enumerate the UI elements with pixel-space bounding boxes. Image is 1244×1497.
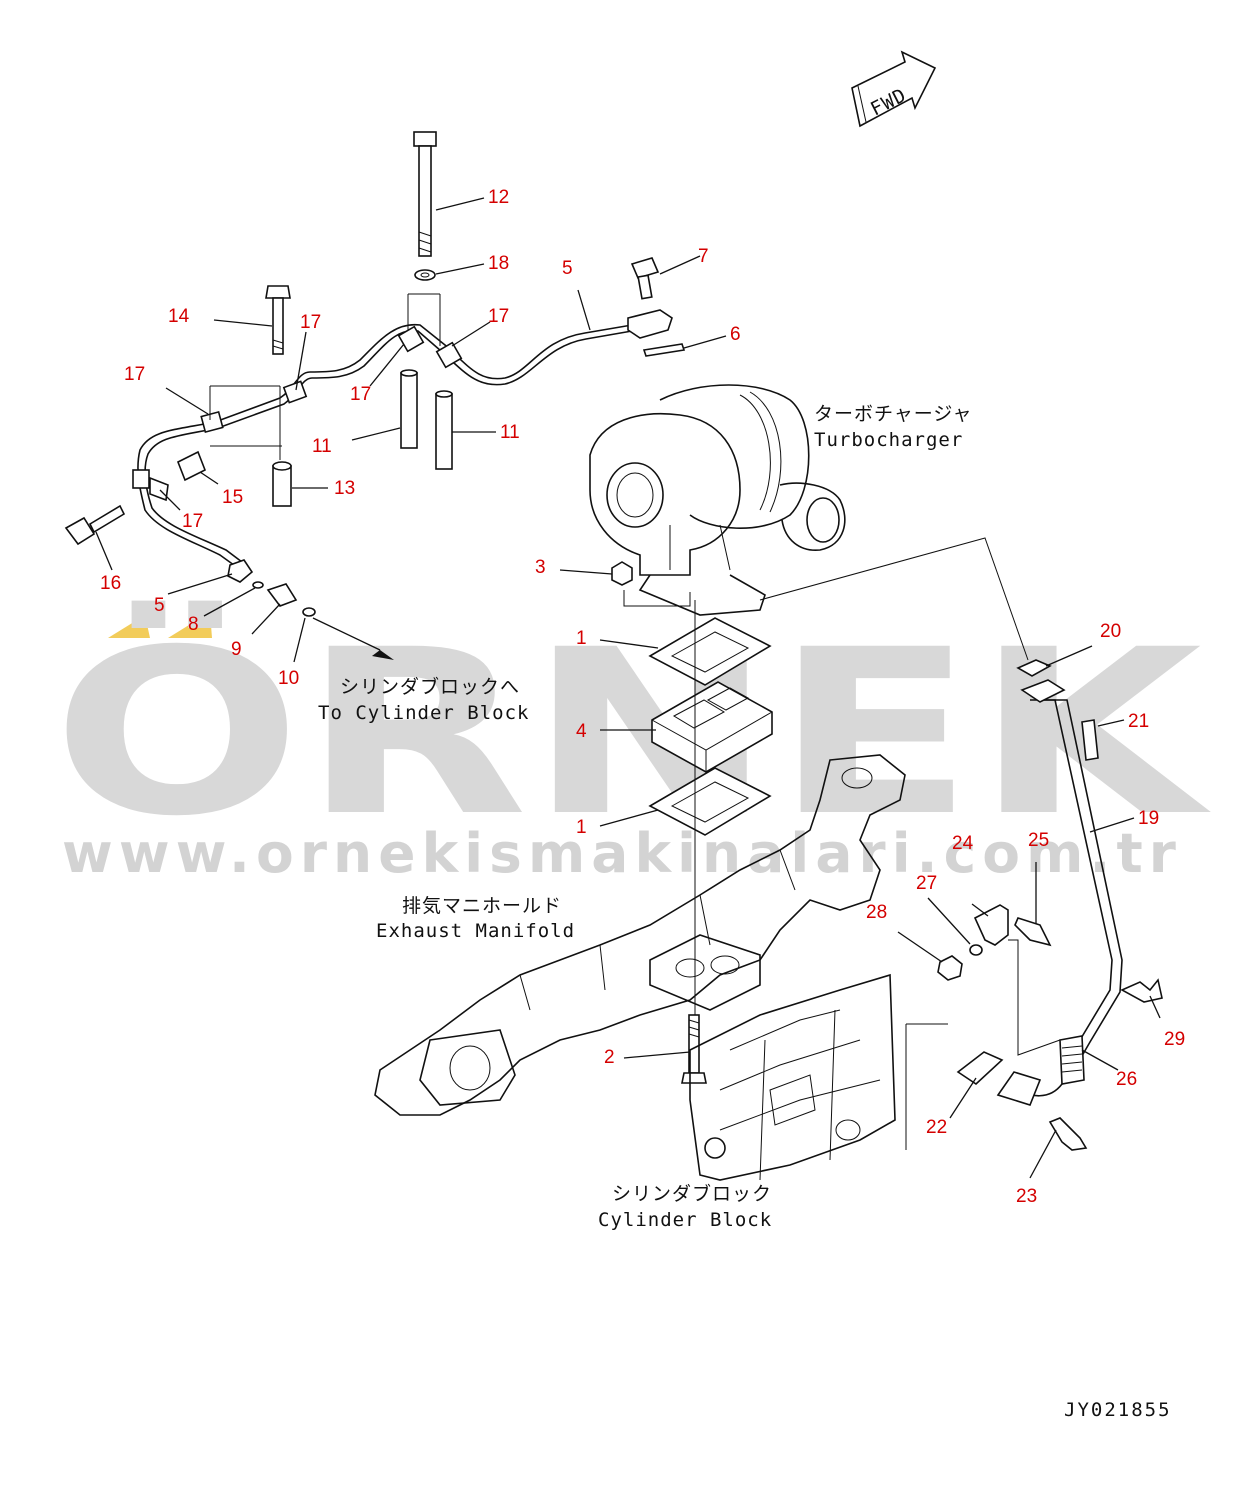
nut [611, 561, 633, 586]
flange-spacer [651, 681, 773, 773]
callout-13: 13 [334, 478, 355, 499]
callout-10: 10 [278, 668, 299, 689]
callout-5-lower: 5 [154, 595, 165, 616]
callout-11-b: 11 [500, 422, 520, 443]
reference-lines [209, 293, 1061, 1150]
callout-26: 26 [1116, 1069, 1137, 1090]
component-labels: ターボチャージャ Turbocharger シリンダブロックへ To Cylin… [318, 403, 1172, 1421]
bolt-21 [1081, 719, 1099, 761]
callout-4: 4 [576, 721, 587, 742]
leader-lines [95, 197, 1161, 1179]
gasket-22 [956, 1051, 1004, 1086]
callout-14: 14 [168, 306, 190, 327]
callout-15: 15 [222, 487, 243, 508]
callout-25: 25 [1028, 830, 1049, 851]
bolt-29 [1120, 978, 1163, 1003]
flange-gasket-lower [648, 767, 772, 836]
flange-gasket-upper [648, 617, 772, 686]
tube-clamps [132, 325, 463, 502]
callout-9: 9 [231, 639, 242, 660]
watermark-accent-left [108, 615, 150, 638]
callout-17-e: 17 [182, 511, 203, 532]
callout-3: 3 [535, 557, 546, 578]
callout-12: 12 [488, 187, 509, 208]
long-bolt [413, 131, 437, 281]
fwd-arrow-icon: FWD [851, 50, 937, 128]
callout-7: 7 [698, 246, 709, 267]
nut-28 [937, 955, 963, 981]
callout-6: 6 [730, 324, 741, 345]
gasket-20 [1016, 659, 1052, 677]
fwd-label: FWD [867, 84, 910, 121]
callout-22: 22 [926, 1117, 947, 1138]
callout-19: 19 [1138, 808, 1159, 829]
callout-18: 18 [488, 253, 509, 274]
callout-11-a: 11 [312, 436, 332, 457]
gasket-small [642, 343, 686, 357]
callout-17-c: 17 [124, 364, 145, 385]
oil-supply-tube [137, 309, 673, 583]
turbocharger-label-en: Turbocharger [814, 429, 963, 451]
turbocharger-icon [589, 384, 846, 616]
cylinder-block-icon [689, 973, 896, 1181]
block-label-en: Cylinder Block [598, 1209, 772, 1231]
callout-2: 2 [604, 1047, 615, 1068]
callout-23: 23 [1016, 1186, 1037, 1207]
manifold-label-jp: 排気マニホールド [402, 895, 562, 917]
callout-28: 28 [866, 902, 887, 923]
callout-5-upper: 5 [562, 258, 573, 279]
callout-17-b: 17 [488, 306, 509, 327]
oil-return-tube [996, 679, 1123, 1106]
callout-16: 16 [100, 573, 121, 594]
callout-17-d: 17 [350, 384, 371, 405]
bolt-25 [1014, 917, 1052, 947]
to-block-label-en: To Cylinder Block [318, 702, 529, 724]
callout-29: 29 [1164, 1029, 1185, 1050]
callout-1-upper: 1 [576, 628, 587, 649]
callout-1-lower: 1 [576, 817, 587, 838]
callout-17-a: 17 [300, 312, 321, 333]
bolt-23 [1048, 1117, 1088, 1151]
callout-20: 20 [1100, 621, 1121, 642]
exhaust-manifold-icon [374, 754, 906, 1116]
banjo-bolt [630, 257, 660, 300]
clamp-bolt [265, 285, 291, 355]
callout-8: 8 [188, 614, 199, 635]
spacers [176, 369, 453, 507]
to-block-label-jp: シリンダブロックへ [340, 675, 520, 698]
mounting-bolt [64, 504, 126, 546]
bracket-24 [973, 904, 1009, 946]
block-label-jp: シリンダブロック [612, 1182, 772, 1205]
manifold-bolt [681, 1014, 707, 1084]
washer-27 [969, 944, 983, 956]
watermark-accent-right [168, 612, 212, 638]
connector-set [252, 581, 394, 660]
callouts: 12 18 5 7 14 17 17 6 17 17 11 11 15 13 1… [100, 187, 1185, 1207]
turbocharger-label-jp: ターボチャージャ [814, 403, 972, 425]
callout-21: 21 [1128, 711, 1149, 732]
watermark-url: www.ornekismakinalari.com.tr [62, 822, 1182, 885]
drawing-code: JY021855 [1064, 1399, 1172, 1421]
manifold-label-en: Exhaust Manifold [376, 920, 575, 942]
callout-27: 27 [916, 873, 937, 894]
callout-24: 24 [952, 833, 974, 854]
